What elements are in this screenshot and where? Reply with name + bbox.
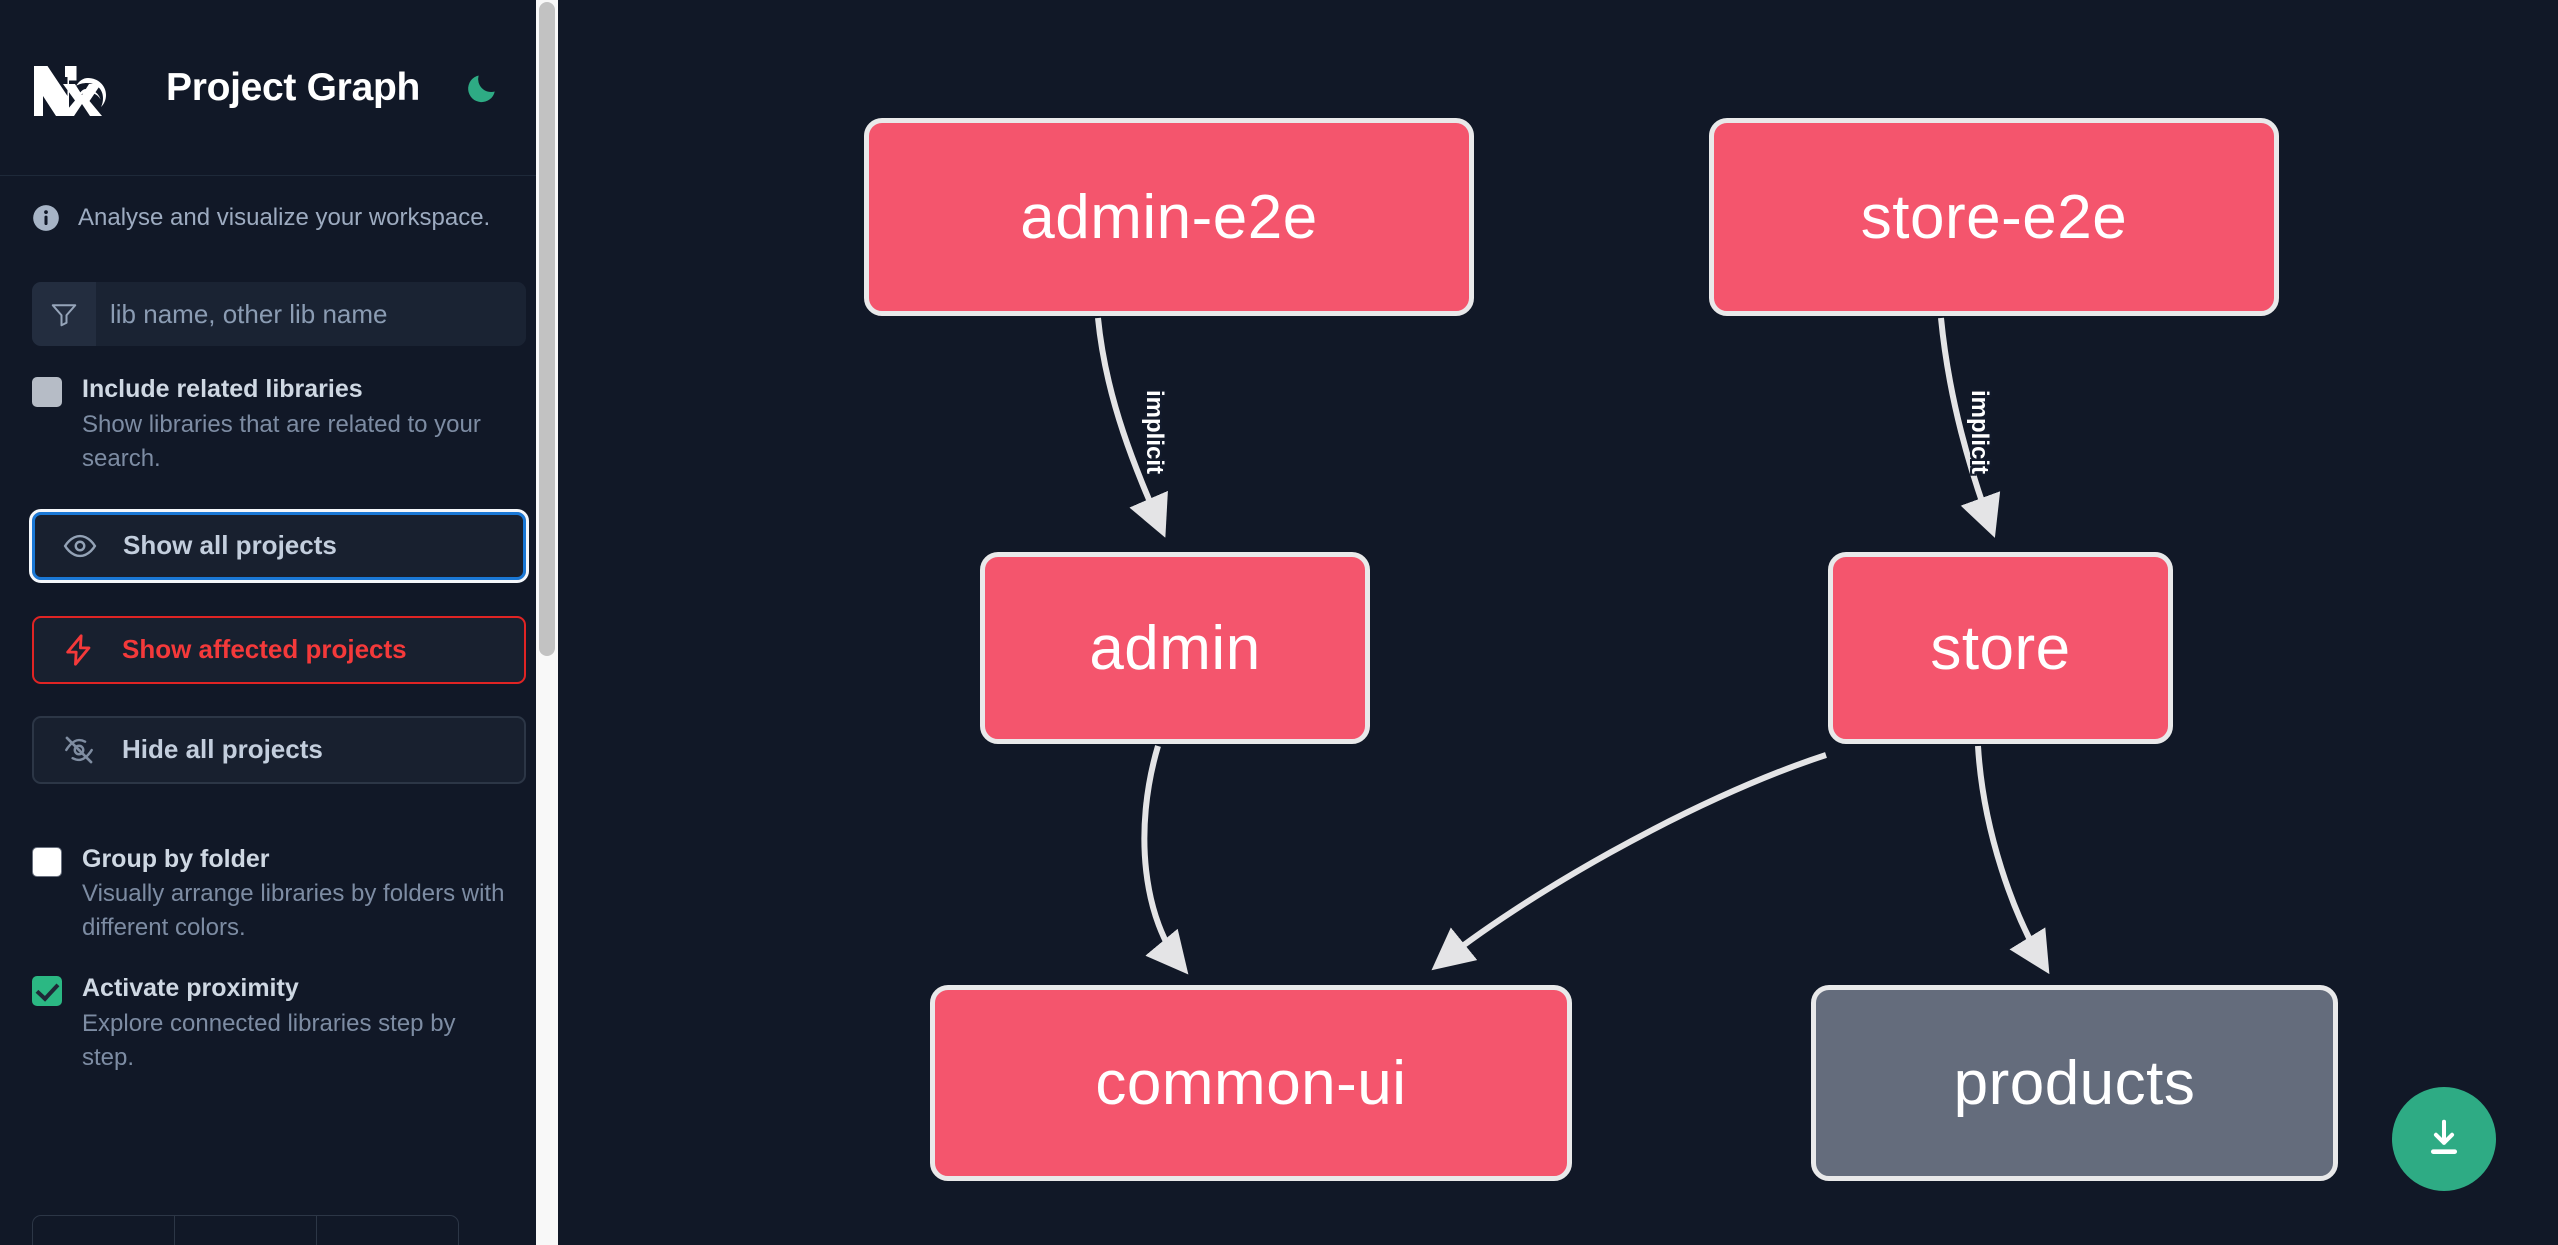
option-label: Activate proximity [82,974,299,1003]
moon-icon[interactable] [462,68,502,108]
info-circle-icon [32,204,60,232]
graph-node-admin[interactable]: admin [980,552,1370,744]
option-label: Group by folder [82,844,270,873]
option-group-by-folder[interactable]: Group by folder Visually arrange librari… [0,816,558,946]
graph-node-admin-e2e[interactable]: admin-e2e [864,118,1474,316]
edge-store-e2e-store [1938,317,2001,538]
graph-edges [1095,317,2050,975]
page-title: Project Graph [166,65,420,109]
option-include-related-libraries[interactable]: Include related libraries Show libraries… [0,346,558,476]
option-description: Visually arrange libraries by folders wi… [82,880,505,942]
edge-label-store-e2e-store: implicit [1966,389,1994,475]
edge-store-common-ui [1431,752,1827,971]
sidebar-scrollbar[interactable] [536,0,558,1245]
show-all-projects-button[interactable]: Show all projects [29,508,529,583]
graph-node-label: admin-e2e [1020,182,1318,252]
edge-label-admin-e2e-admin: implicit [1141,389,1169,475]
bottom-segmented-control[interactable] [32,1215,459,1245]
tagline-text: Analyse and visualize your workspace. [78,204,491,231]
hide-all-projects-label: Hide all projects [122,734,323,765]
checkbox-activate-proximity[interactable] [32,976,62,1007]
filter-funnel-icon [32,282,96,346]
checkbox-include-related-libraries[interactable] [32,377,62,407]
option-activate-proximity[interactable]: Activate proximity Explore connected lib… [0,945,558,1075]
graph-node-common-ui[interactable]: common-ui [930,985,1572,1181]
graph-node-label: admin [1089,613,1261,683]
sidebar: Project Graph Analyse and visualize your… [0,0,558,1245]
option-text: Include related libraries Show libraries… [82,372,512,476]
checkbox-group-by-folder[interactable] [32,846,62,877]
graph-node-label: common-ui [1095,1048,1407,1118]
edge-store-products [1975,745,2050,975]
option-text: Activate proximity Explore connected lib… [82,971,512,1075]
segment-3[interactable] [317,1216,458,1245]
hide-all-projects-button[interactable]: Hide all projects [32,715,526,784]
segment-2[interactable] [175,1216,317,1245]
download-graph-button[interactable] [2392,1087,2496,1191]
graph-node-label: store [1930,613,2071,683]
scrollbar-thumb[interactable] [539,2,555,656]
graph-node-label: products [1953,1048,2196,1118]
show-affected-projects-button[interactable]: Show affected projects [32,615,526,684]
show-affected-projects-label: Show affected projects [122,634,407,665]
option-description: Explore connected libraries step by step… [82,1009,456,1071]
edge-admin-common-ui [1141,745,1189,975]
graph-node-products[interactable]: products [1811,985,2338,1181]
graph-canvas[interactable]: admin-e2e store-e2e admin store common-ui pro… [558,0,2558,1245]
sidebar-header: Project Graph [0,0,558,176]
graph-node-label: store-e2e [1860,182,2128,252]
lightning-bolt-icon [62,633,104,667]
segment-1[interactable] [33,1216,175,1245]
nx-logo-icon [32,56,120,120]
graph-node-store[interactable]: store [1828,552,2173,744]
eye-off-icon [62,733,104,767]
option-description: Show libraries that are related to your … [82,410,481,472]
tagline-row: Analyse and visualize your workspace. [0,176,558,232]
projects-button-group: Show all projects Show affected projects [0,476,558,784]
edge-admin-e2e-admin [1095,317,1168,538]
graph-node-store-e2e[interactable]: store-e2e [1709,118,2279,316]
scrollbar-track[interactable] [536,0,558,1245]
download-icon [2430,1119,2458,1154]
show-all-projects-label: Show all projects [123,530,337,561]
option-text: Group by folder Visually arrange librari… [82,842,512,946]
option-label: Include related libraries [82,375,363,403]
eye-icon [63,529,105,563]
search-bar[interactable] [32,282,526,346]
search-input[interactable] [96,282,526,346]
